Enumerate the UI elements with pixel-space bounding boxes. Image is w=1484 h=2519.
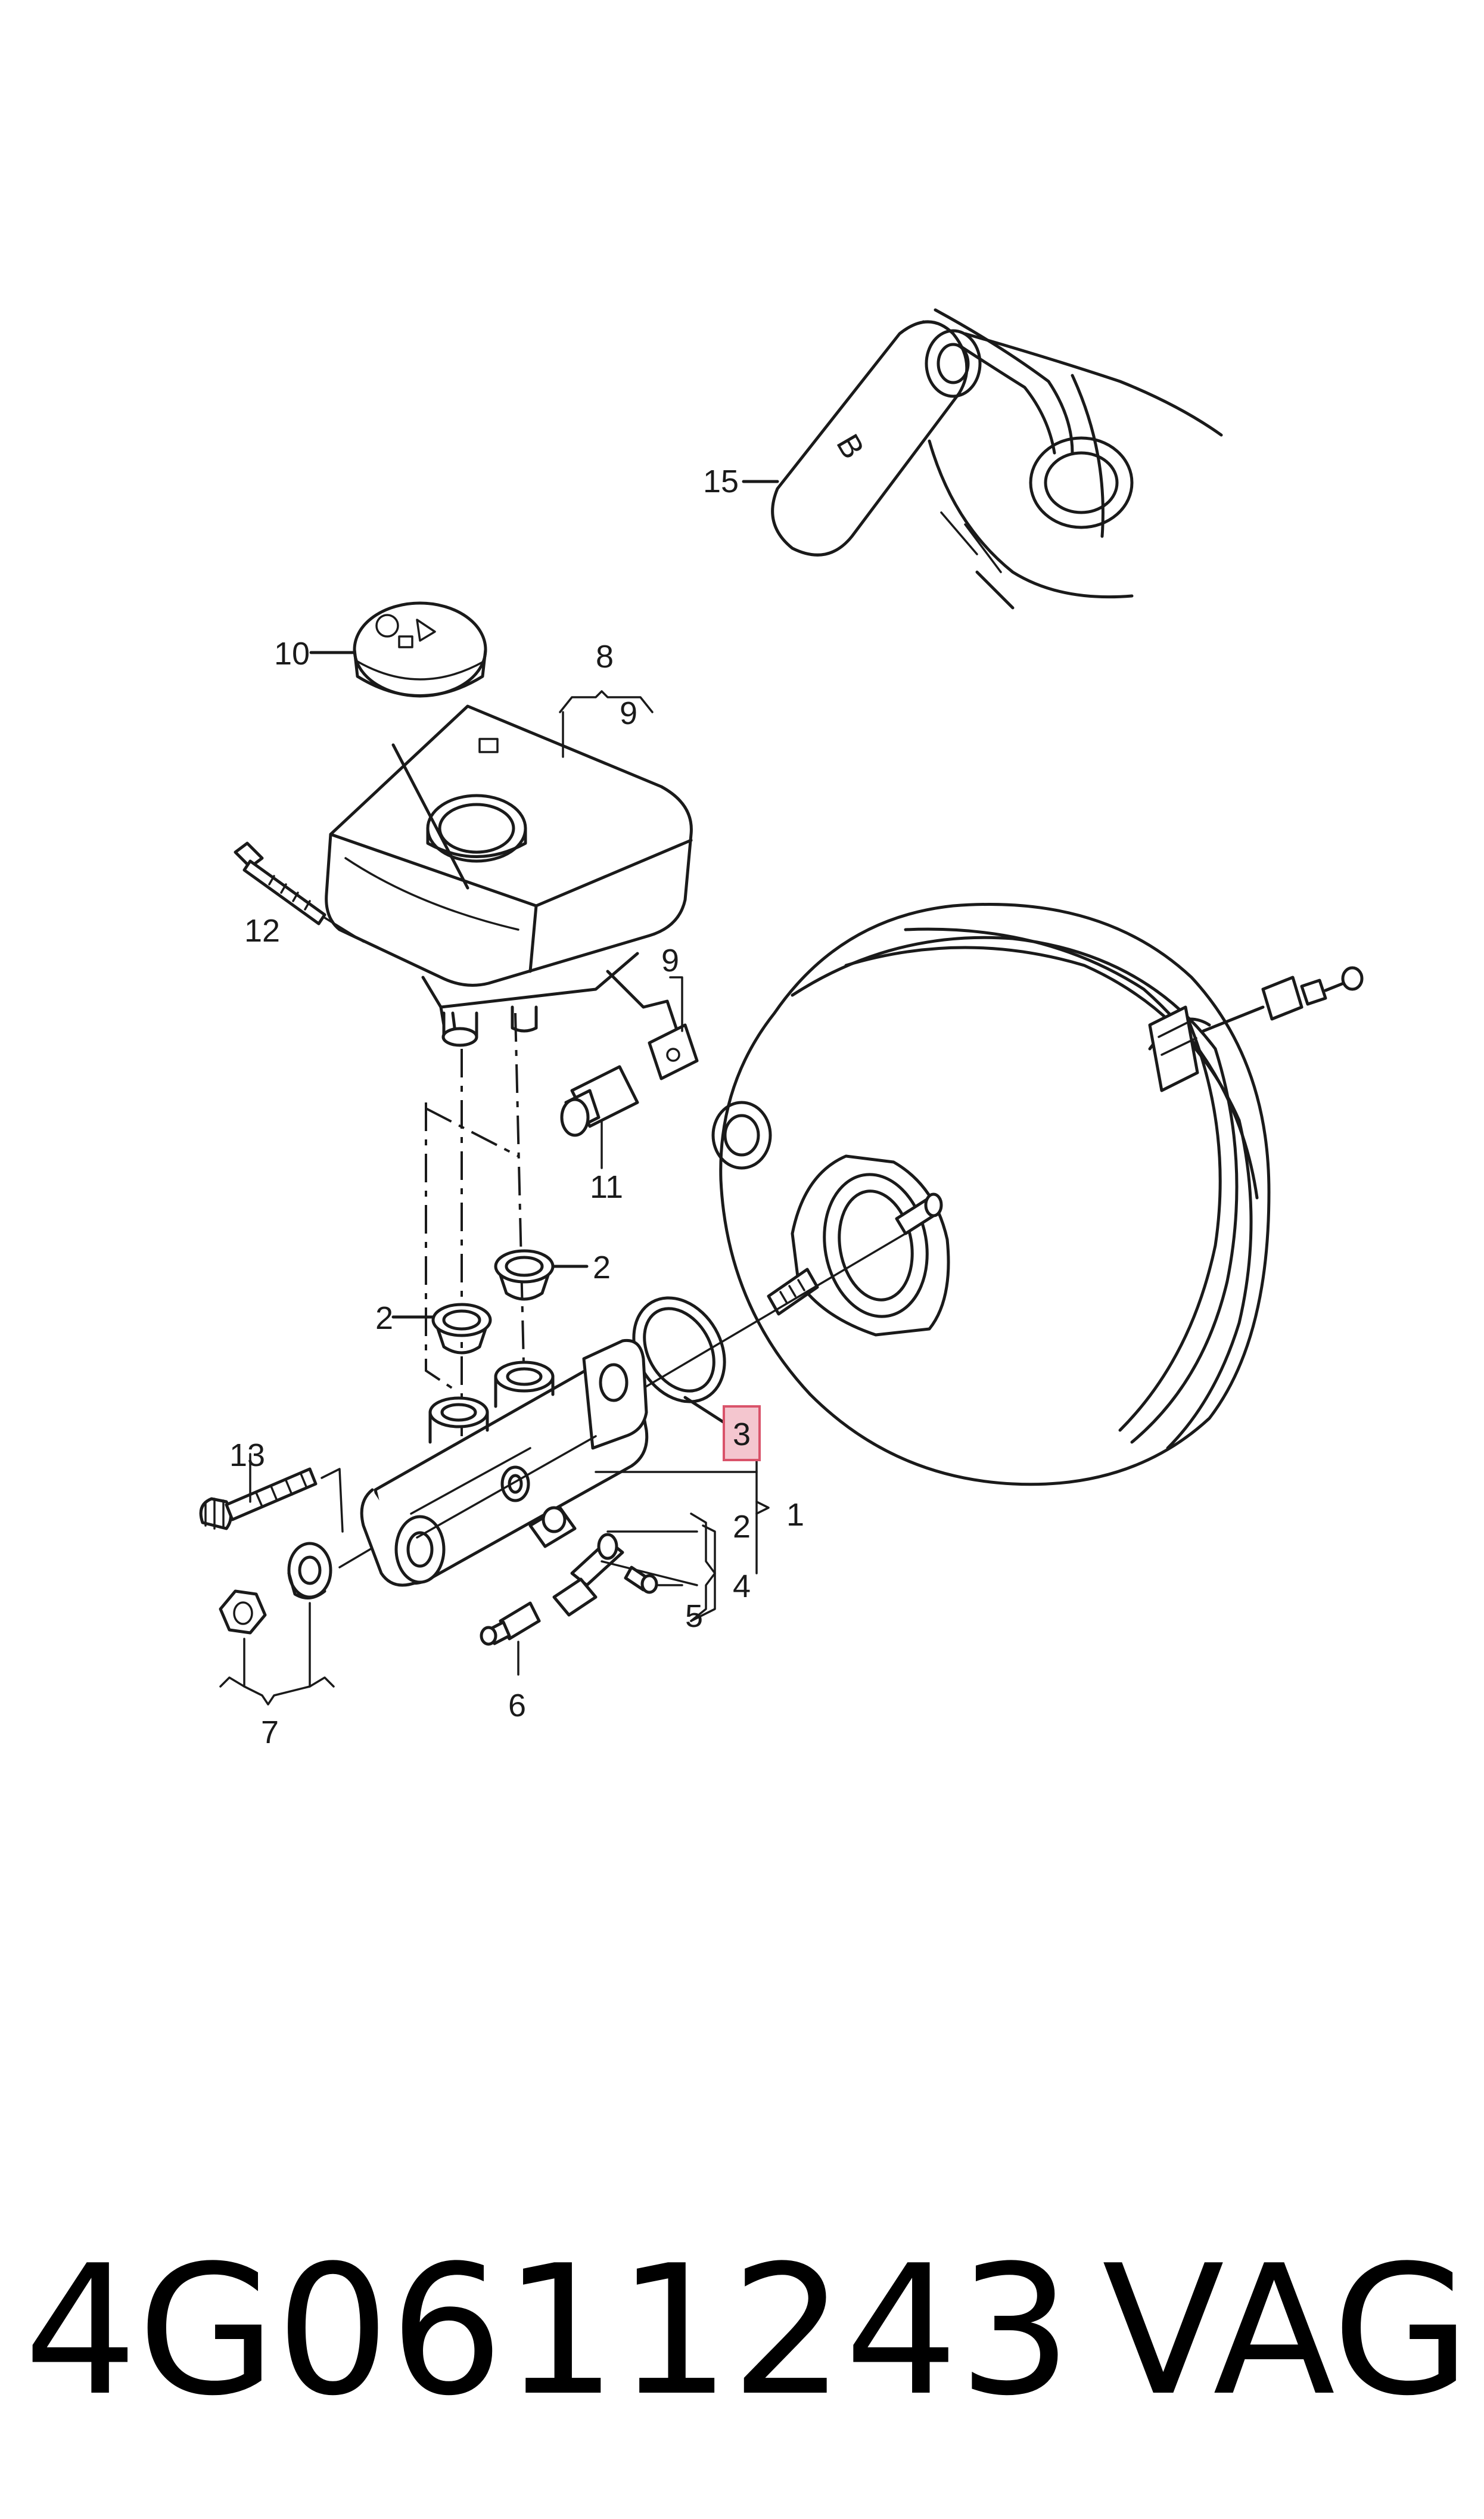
brake-booster: [338, 903, 1364, 1568]
bracket-part-7: [219, 1602, 335, 1706]
nut-hex: [219, 1589, 267, 1635]
callout-9-bracket[interactable]: 9: [661, 943, 679, 979]
pressure-fitting-part-4: [552, 1512, 716, 1622]
callout-12[interactable]: 12: [244, 913, 280, 949]
callout-2-lower[interactable]: 2: [733, 1509, 751, 1545]
callout-7[interactable]: 7: [261, 1714, 279, 1750]
callout-10[interactable]: 10: [274, 636, 310, 672]
screw-part-5: [624, 1566, 683, 1594]
pin-part-12: [234, 841, 365, 943]
grommet-right: [494, 1249, 589, 1301]
reservoir-cap: [309, 601, 487, 698]
detail-b-reservoir-filler: B: [742, 308, 1223, 610]
part-number: 4G0611243: [24, 2227, 1072, 2435]
callout-2-left[interactable]: 2: [375, 1300, 393, 1336]
callout-2-right[interactable]: 2: [593, 1250, 611, 1285]
callout-11[interactable]: 11: [590, 1169, 623, 1205]
grommet-left: [391, 1303, 492, 1355]
bolt-part-13: [199, 1453, 344, 1533]
bleeder-part-6: [480, 1601, 541, 1676]
callout-1[interactable]: 1: [786, 1497, 804, 1533]
assembly-guide-lines: [425, 1012, 525, 1442]
washer-nut: [287, 1542, 332, 1599]
callout-labels: 15 10 8 9 12 9 11 2 2 3 1 2 4 5 13 6 7: [229, 464, 804, 1750]
reservoir-outlets: [441, 1005, 538, 1047]
level-sensor-part-11: [560, 970, 699, 1169]
callout-8[interactable]: 8: [596, 639, 614, 675]
callout-4[interactable]: 4: [733, 1568, 751, 1604]
footer: 4G0611243 VAG: [24, 2227, 1470, 2435]
callout-5[interactable]: 5: [685, 1598, 703, 1634]
callout-6[interactable]: 6: [508, 1688, 526, 1723]
callout-3[interactable]: 3: [733, 1417, 751, 1452]
callout-3-highlight: [723, 1405, 761, 1461]
brake-master-cylinder: [360, 1338, 770, 1587]
brand-name: VAG: [1102, 2227, 1470, 2435]
callout-13[interactable]: 13: [229, 1437, 265, 1473]
callout-9-top[interactable]: 9: [620, 695, 637, 731]
callout-15[interactable]: 15: [703, 464, 739, 499]
o-ring-seal: [632, 1296, 729, 1426]
brake-fluid-reservoir: [325, 690, 693, 1039]
